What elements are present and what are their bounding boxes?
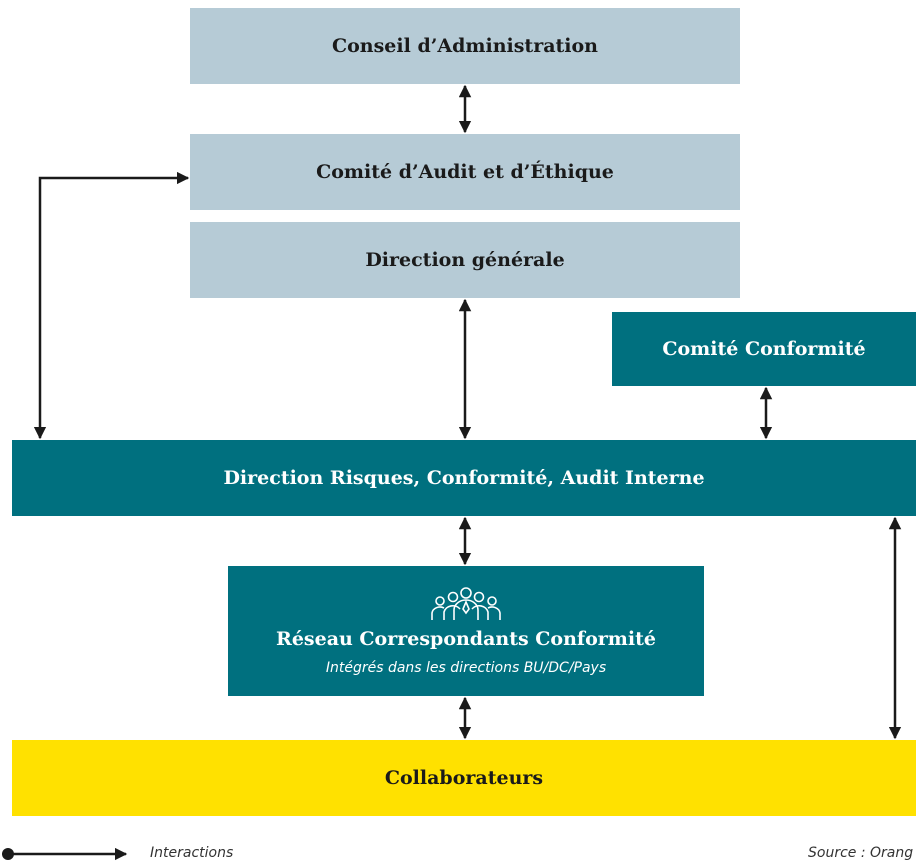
risk-direction-label: Direction Risques, Conformité, Audit Int… [223, 467, 705, 489]
board-label: Conseil d’Administration [332, 35, 598, 57]
network-sublabel: Intégrés dans les directions BU/DC/Pays [325, 660, 607, 676]
team-group-icon [426, 586, 506, 626]
arrow-audit-risk [33, 171, 190, 440]
board-box: Conseil d’Administration [190, 8, 740, 84]
general-management-box: Direction générale [190, 222, 740, 298]
compliance-committee-box: Comité Conformité [612, 312, 916, 386]
employees-label: Collaborateurs [384, 767, 544, 789]
audit-committee-box: Comité d’Audit et d’Éthique [190, 134, 740, 210]
general-management-label: Direction générale [365, 249, 565, 271]
source-label: Source : Orang [808, 845, 914, 861]
risk-direction-box: Direction Risques, Conformité, Audit Int… [12, 440, 916, 516]
network-box: Réseau Correspondants Conformité Intégré… [228, 566, 704, 696]
audit-committee-label: Comité d’Audit et d’Éthique [316, 161, 614, 183]
employees-box: Collaborateurs [12, 740, 916, 816]
compliance-committee-label: Comité Conformité [662, 338, 866, 360]
legend-dot-icon [2, 848, 14, 860]
network-label: Réseau Correspondants Conformité [276, 628, 656, 650]
legend-label: Interactions [150, 845, 234, 861]
